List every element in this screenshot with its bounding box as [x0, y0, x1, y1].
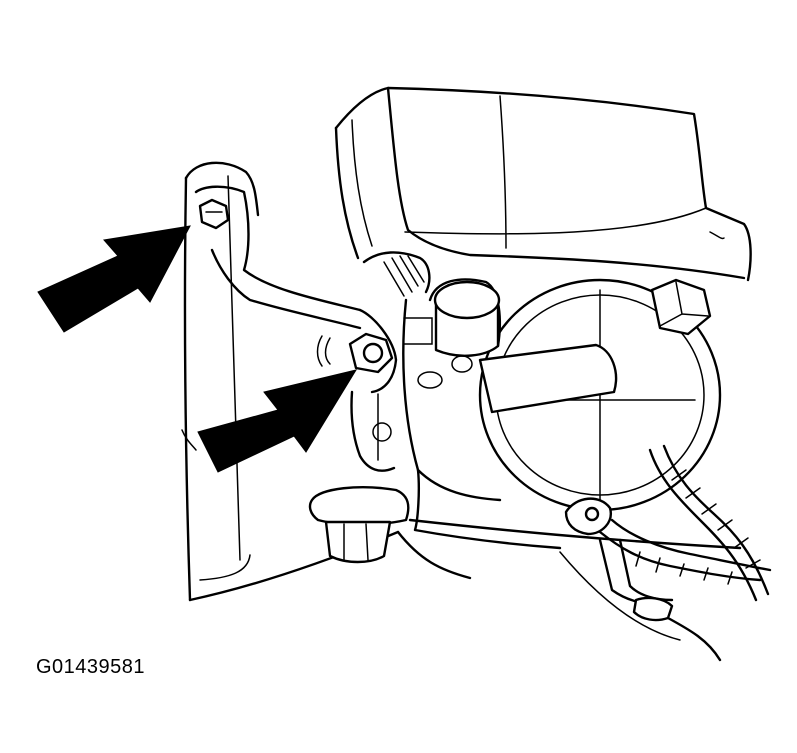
callout-arrow-lower — [197, 369, 358, 473]
arrow-icon — [197, 369, 358, 473]
wiring-harness — [564, 444, 772, 662]
mounting-bracket — [194, 185, 398, 472]
arrow-icon — [37, 225, 191, 333]
upper-bracket-bolt — [198, 198, 230, 230]
reservoir-housing — [334, 86, 752, 282]
valve-body — [362, 251, 618, 550]
lower-frame — [396, 518, 742, 641]
hex-bolt — [650, 278, 712, 336]
figure-id-label: G01439581 — [36, 656, 146, 678]
lower-bracket-nut — [348, 332, 394, 374]
filler-cap — [308, 486, 410, 564]
callout-arrow-upper — [37, 225, 191, 333]
